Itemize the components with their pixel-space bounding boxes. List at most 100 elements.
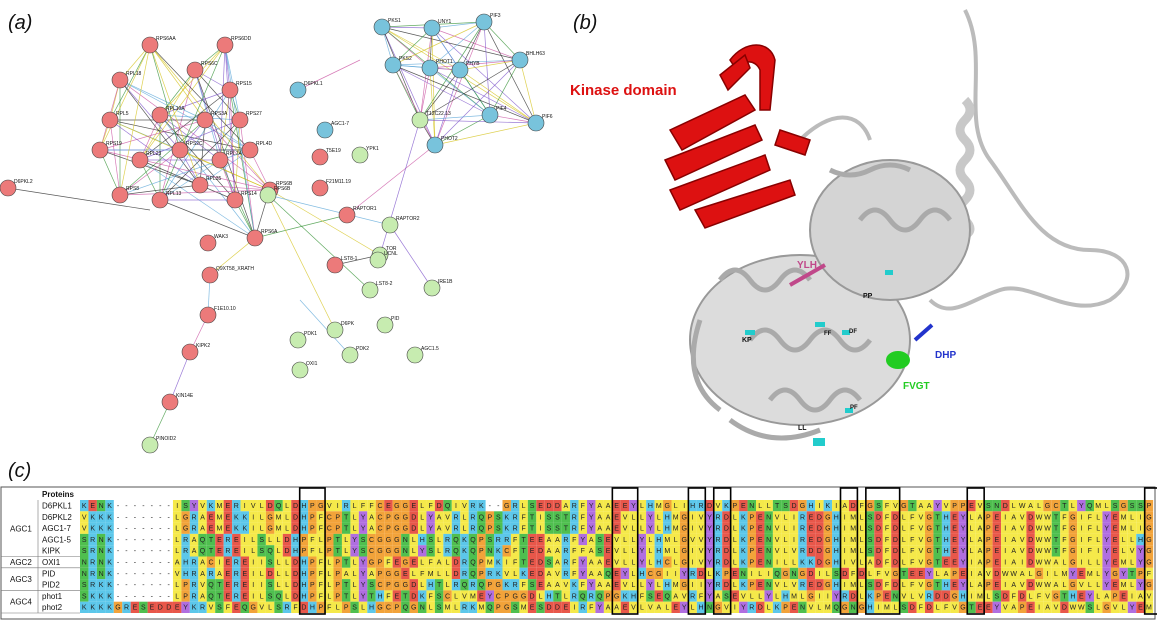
residue-letter: P [1147, 503, 1152, 510]
node-label: F21M11.19 [326, 179, 351, 185]
residue-cell [696, 579, 706, 591]
residue-letter: E [149, 605, 154, 612]
residue-letter: K [90, 514, 95, 521]
residue-cell [325, 533, 334, 546]
residue-letter: V [200, 582, 205, 589]
residue-letter: H [301, 593, 306, 600]
residue-letter: T [437, 582, 442, 589]
residue-cell [553, 556, 562, 568]
residue-cell [206, 590, 216, 602]
residue-cell [587, 601, 596, 613]
residue-cell [840, 601, 849, 613]
residue-letter: P [327, 537, 332, 544]
residue-cell [950, 590, 959, 602]
residue-cell [646, 533, 655, 546]
residue-cell [756, 567, 765, 580]
residue-cell [747, 579, 756, 591]
residue-cell [688, 579, 697, 591]
residue-letter: S [437, 593, 442, 600]
residue-cell [646, 567, 655, 580]
residue-letter: A [192, 537, 197, 544]
residue-cell [789, 533, 799, 546]
residue-letter: I [818, 503, 820, 510]
residue-letter: A [555, 537, 560, 544]
residue-letter: G [386, 537, 391, 544]
residue-cell [865, 533, 875, 546]
residue-cell [958, 567, 968, 580]
residue-letter: K [82, 503, 87, 510]
residue-letter: L [513, 571, 517, 578]
residue-letter: T [336, 537, 341, 544]
residue-letter: E [234, 605, 239, 612]
residue-letter: P [952, 503, 957, 510]
residue-cell [477, 567, 486, 580]
residue-letter: A [555, 548, 560, 555]
residue-cell [510, 579, 520, 591]
residue-cell [181, 590, 190, 602]
residue-cell [392, 567, 402, 580]
residue-letter: P [479, 548, 484, 555]
residue-letter: W [1036, 582, 1043, 589]
residue-letter: R [842, 593, 847, 600]
network-edge [139, 159, 256, 239]
residue-letter: Q [403, 605, 409, 612]
network-edge [139, 159, 236, 201]
residue-letter: F [1088, 548, 1092, 555]
residue-letter: H [301, 560, 306, 567]
residue-letter: L [640, 605, 644, 612]
residue-letter: F [513, 548, 517, 555]
residue-cell [688, 556, 697, 568]
residue-letter: L [420, 560, 424, 567]
network-node: F21M11.19 [311, 179, 351, 197]
residue-letter: G [825, 537, 830, 544]
residue-letter: G [1112, 571, 1117, 578]
residue-letter: L [260, 571, 264, 578]
protein-name: OXI1 [42, 558, 61, 567]
residue-letter: K [741, 514, 746, 521]
residue-cell [215, 556, 224, 568]
residue-letter: E [614, 503, 619, 510]
residue-letter: P [986, 537, 991, 544]
residue-cell [713, 500, 723, 512]
residue-letter: H [1070, 593, 1075, 600]
node-circle [369, 251, 387, 269]
residue-cell [502, 601, 511, 613]
residue-cell [941, 522, 951, 534]
residue-letter: L [640, 514, 644, 521]
residue-cell [595, 556, 604, 568]
residue-letter: - [151, 526, 154, 533]
residue-cell [646, 511, 655, 523]
residue-letter: - [125, 548, 128, 555]
residue-cell [688, 601, 697, 613]
residue-cell [663, 556, 672, 568]
residue-letter: F [581, 582, 585, 589]
group-label: AGC1 [10, 524, 32, 533]
residue-letter: D [893, 560, 898, 567]
residue-letter: - [489, 503, 492, 510]
residue-letter: I [970, 571, 972, 578]
node-circle [289, 81, 307, 99]
residue-letter: F [1088, 514, 1092, 521]
residue-cell [1001, 511, 1010, 523]
residue-cell [688, 567, 697, 580]
node-label: RAPTOR2 [396, 216, 420, 222]
residue-cell [291, 567, 300, 580]
residue-cell [443, 601, 452, 613]
residue-cell [350, 511, 359, 523]
residue-letter: F [581, 548, 585, 555]
residue-cell [806, 556, 816, 568]
residue-cell [426, 522, 435, 534]
network-node: PIF3 [475, 13, 501, 31]
residue-cell [502, 556, 511, 568]
residue-cell [409, 579, 418, 591]
residue-letter: A [547, 571, 552, 578]
residue-letter: - [168, 503, 171, 510]
residue-letter: E [411, 560, 416, 567]
residue-letter: E [741, 503, 746, 510]
residue-letter: L [860, 593, 864, 600]
residue-letter: L [175, 514, 179, 521]
network-node: PIF6 [527, 114, 553, 132]
residue-cell [612, 579, 621, 591]
residue-letter: L [902, 548, 906, 555]
residue-letter: G [403, 514, 408, 521]
